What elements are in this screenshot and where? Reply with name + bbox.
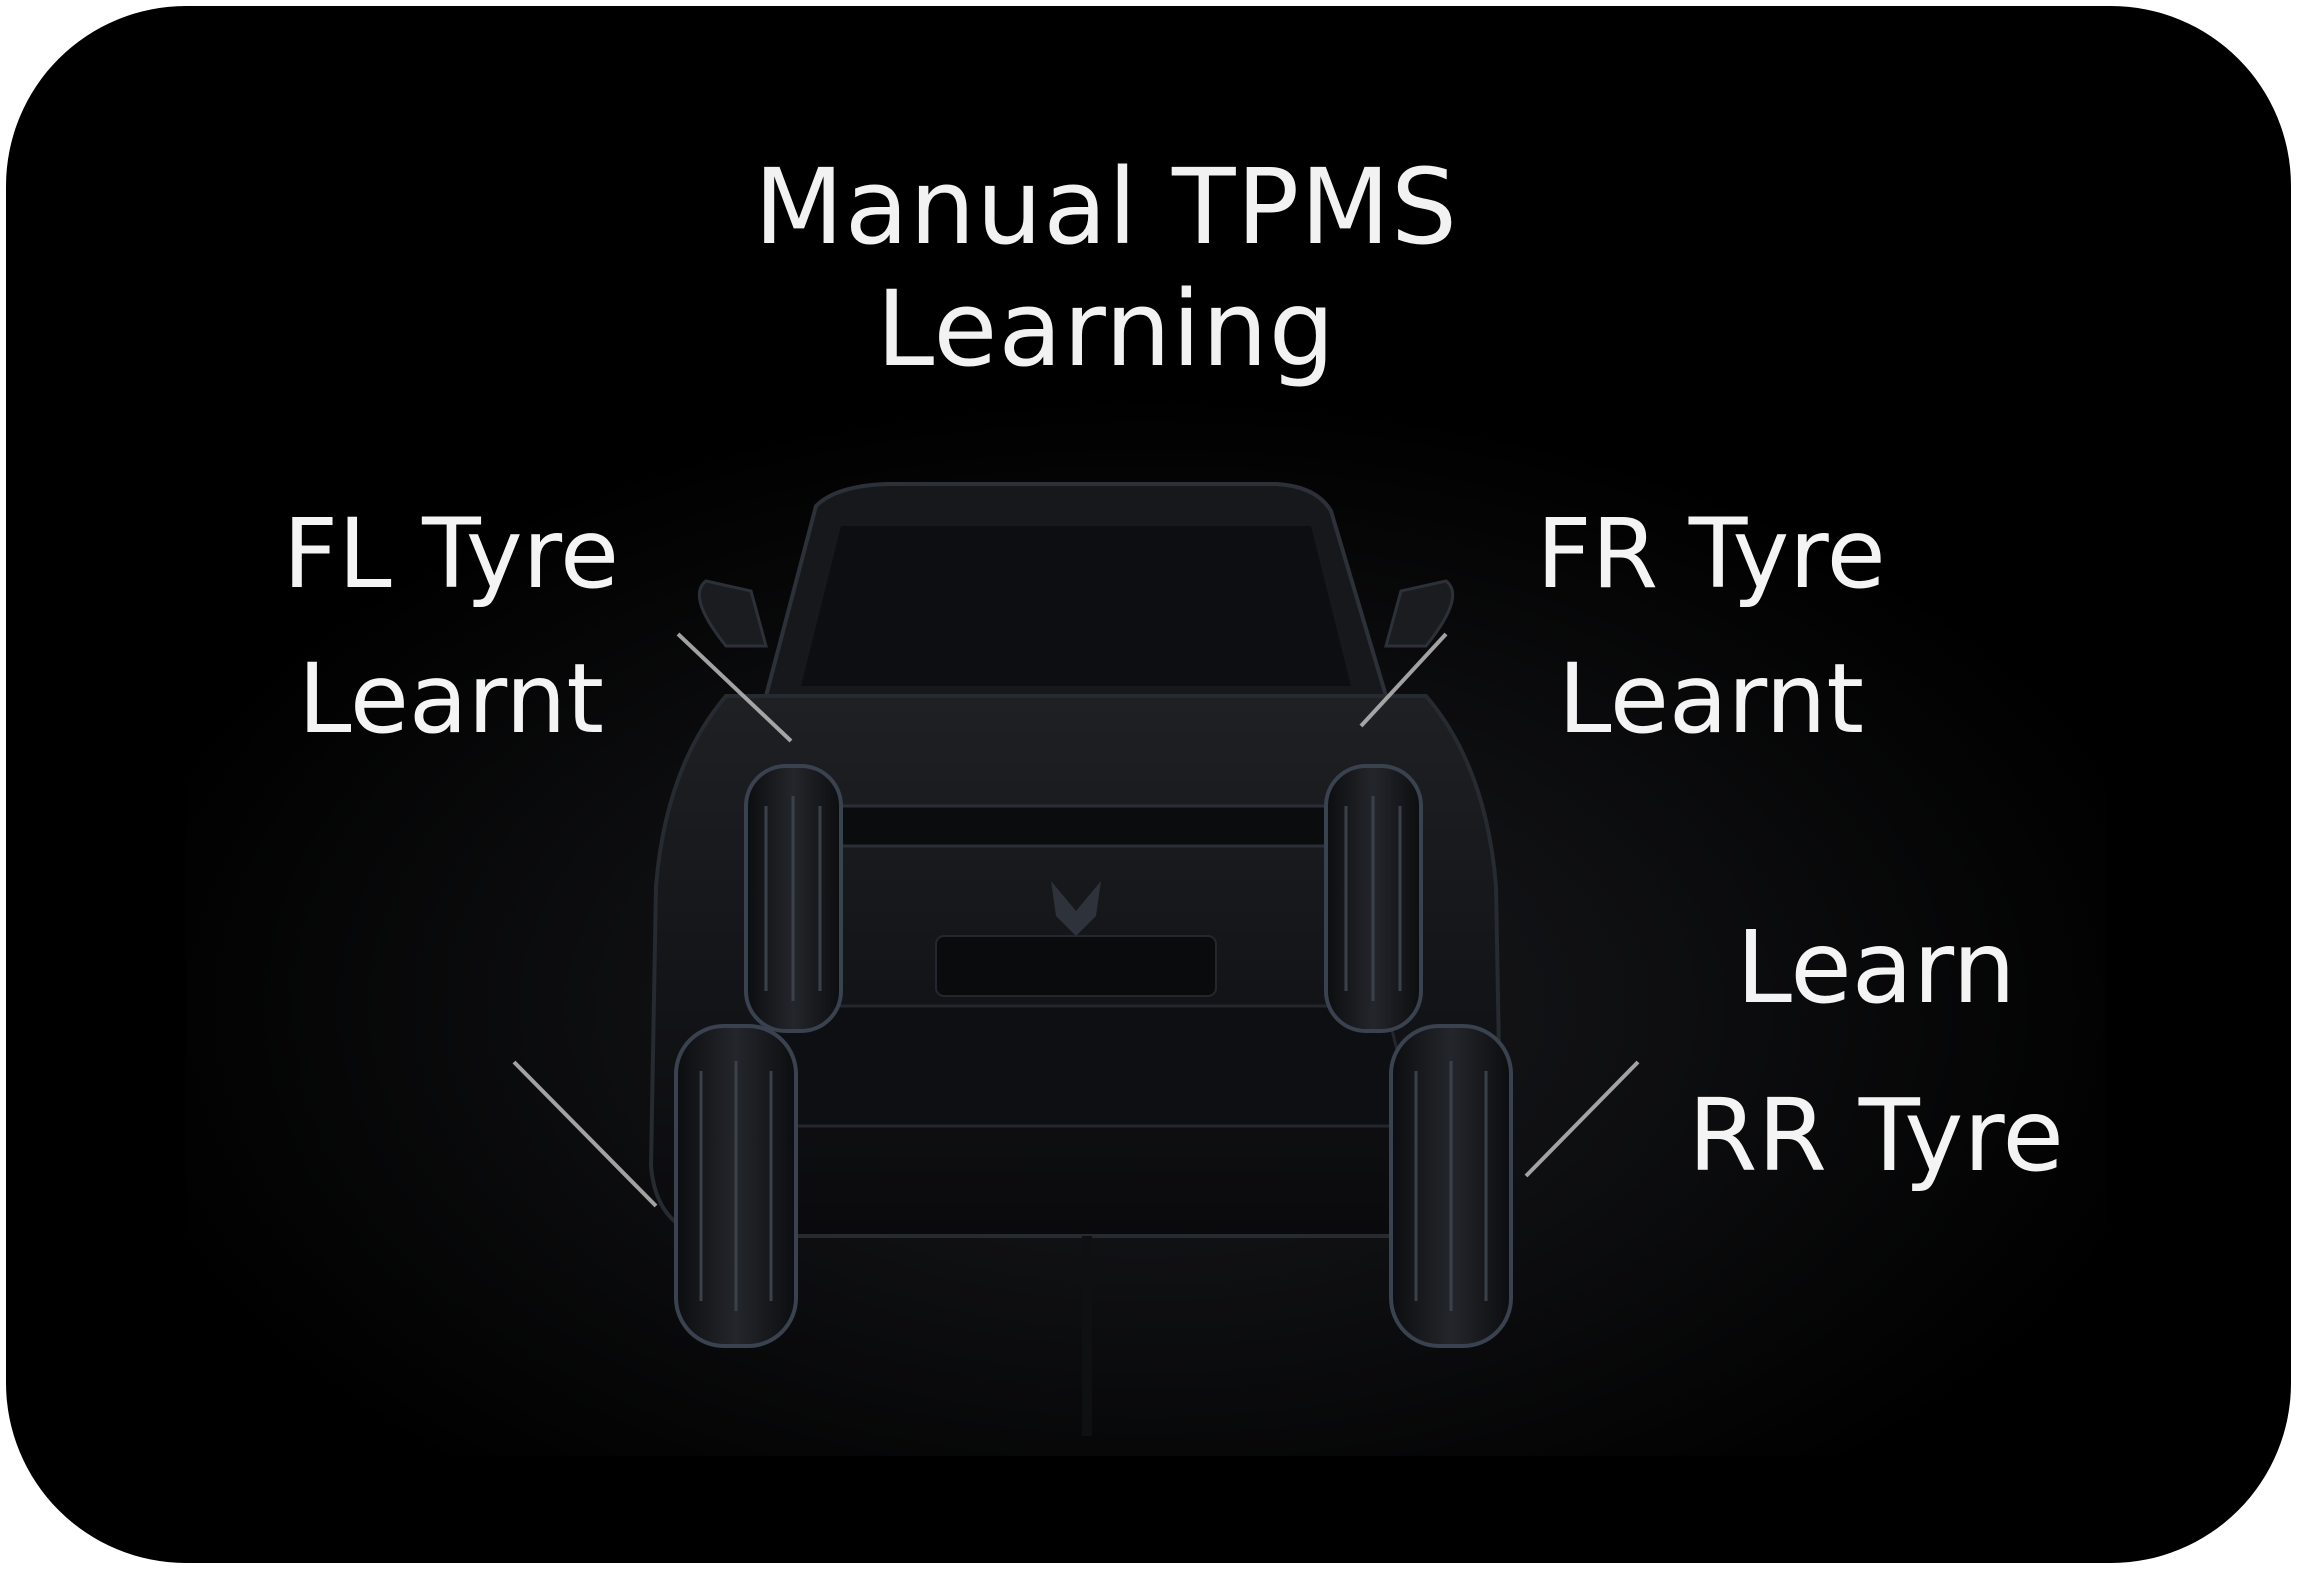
leader-line-rr (1524, 1060, 2081, 1178)
tpms-screen: Manual TPMS Learning FL Tyre Learnt FR T… (6, 6, 2291, 1563)
leader-line-fr (1359, 632, 1836, 728)
tyre-front-right-icon[interactable] (1324, 764, 1423, 1033)
leader-line-fl (276, 632, 793, 743)
fr-tyre-label: FR Tyre (1536, 498, 1886, 610)
tyre-rear-left-icon[interactable] (674, 1024, 798, 1348)
tyre-rear-right-icon[interactable] (1389, 1024, 1513, 1348)
page-title: Manual TPMS Learning (754, 146, 1458, 390)
vehicle-scene (186, 336, 2106, 1456)
fl-tyre-label: FL Tyre (282, 498, 620, 610)
fl-tyre-status: Learnt (298, 643, 604, 755)
learn-rr-tyre-button[interactable]: Learn (1736, 909, 2016, 1026)
car-silhouette (648, 482, 1504, 1436)
rr-tyre-label: RR Tyre (1688, 1077, 2064, 1194)
leader-line-rl (196, 1060, 658, 1208)
fr-tyre-status: Learnt (1558, 643, 1864, 755)
tyre-front-left-icon[interactable] (744, 764, 843, 1033)
